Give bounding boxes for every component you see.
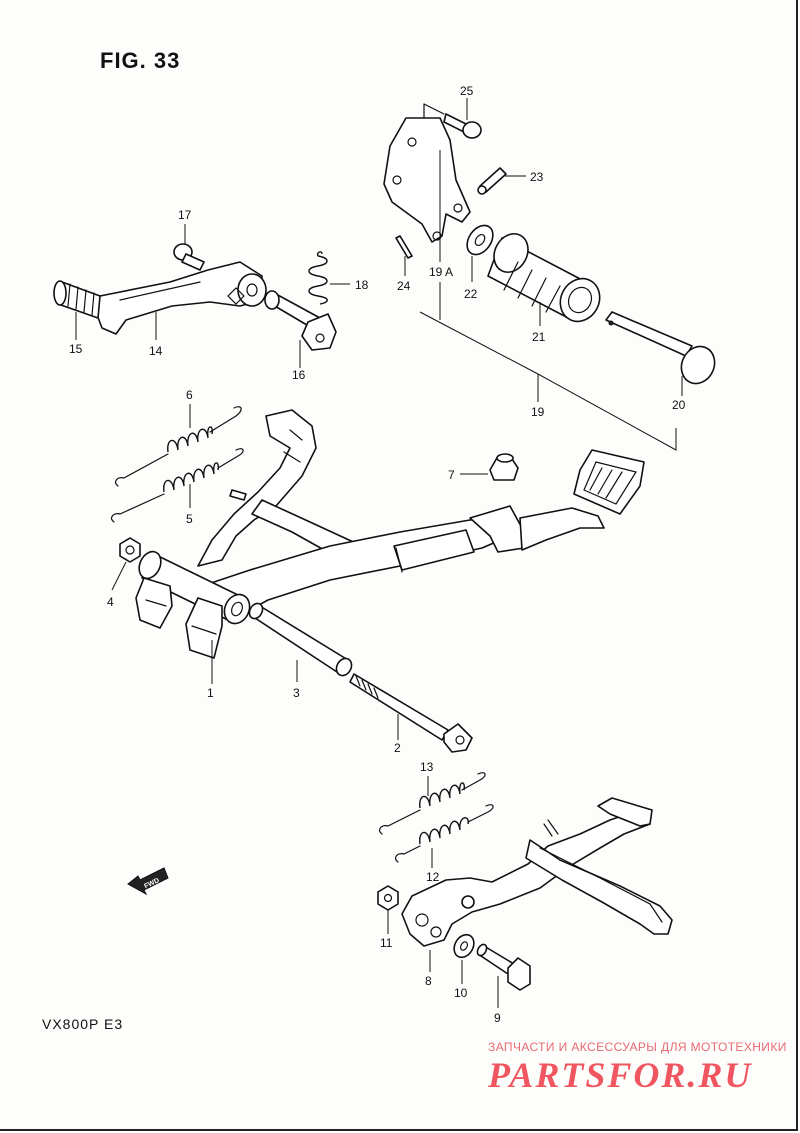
part-19-assembly-bracket <box>419 150 677 451</box>
callout-22: 22 <box>464 287 478 301</box>
part-7-stopper-rubber <box>460 453 519 481</box>
callout-13: 13 <box>420 760 434 774</box>
callout-23: 23 <box>530 170 544 184</box>
part-24-cotter-pin <box>395 235 413 259</box>
part-11-nut <box>377 885 399 934</box>
callout-8: 8 <box>425 974 432 988</box>
part-1-center-stand <box>135 409 645 659</box>
part-8-side-stand <box>401 797 673 972</box>
figure-title: FIG. 33 <box>100 48 181 73</box>
watermark-logo: PARTSFOR.RU <box>488 1055 753 1095</box>
callout-24: 24 <box>397 279 411 293</box>
callout-12: 12 <box>426 870 440 884</box>
callout-1: 1 <box>207 686 214 700</box>
callout-17: 17 <box>178 208 192 222</box>
callout-6: 6 <box>186 388 193 402</box>
part-15-pedal-rubber <box>53 280 101 319</box>
part-25-bolt <box>443 98 482 139</box>
callout-9: 9 <box>494 1011 501 1025</box>
part-21-footrest-rubber <box>487 233 601 323</box>
part-4-nut <box>111 537 141 591</box>
part-17-bolt <box>173 224 205 271</box>
callout-18: 18 <box>355 278 369 292</box>
part-19a-bracket <box>383 103 471 243</box>
callout-4: 4 <box>107 595 114 609</box>
part-6-spring <box>114 404 242 487</box>
part-13-spring <box>378 772 486 835</box>
part-22-washer <box>466 224 494 256</box>
watermark-caption: ЗАПЧАСТИ И АКСЕССУАРЫ ДЛЯ МОТОТЕХНИКИ <box>488 1040 787 1054</box>
callout-19: 19 <box>531 405 545 419</box>
callout-5: 5 <box>186 512 193 526</box>
callout-14: 14 <box>149 344 163 358</box>
callout-11: 11 <box>380 936 393 950</box>
part-3-spacer <box>248 602 353 682</box>
callout-2: 2 <box>394 741 401 755</box>
callout-19a: 19 A <box>429 265 453 279</box>
callout-10: 10 <box>454 986 468 1000</box>
callout-15: 15 <box>69 342 83 356</box>
model-code: VX800P E3 <box>42 1016 124 1032</box>
part-18-spring <box>308 251 350 305</box>
fwd-arrow-icon: FWD <box>127 867 169 896</box>
callout-16: 16 <box>292 368 306 382</box>
part-2-long-bolt <box>349 673 473 753</box>
part-12-spring <box>394 804 494 868</box>
callout-21: 21 <box>532 330 546 344</box>
part-10-washer <box>453 933 475 984</box>
part-20-footrest-shaft <box>605 311 716 385</box>
callout-7: 7 <box>448 468 455 482</box>
part-23-pin <box>477 167 526 195</box>
callout-3: 3 <box>293 686 300 700</box>
callout-20: 20 <box>672 398 686 412</box>
part-9-pivot-bolt <box>476 943 531 1008</box>
part-5-spring <box>110 448 244 523</box>
part-14-gearshift-lever <box>95 261 267 335</box>
part-16-joint <box>264 290 337 368</box>
callout-25: 25 <box>460 84 474 98</box>
